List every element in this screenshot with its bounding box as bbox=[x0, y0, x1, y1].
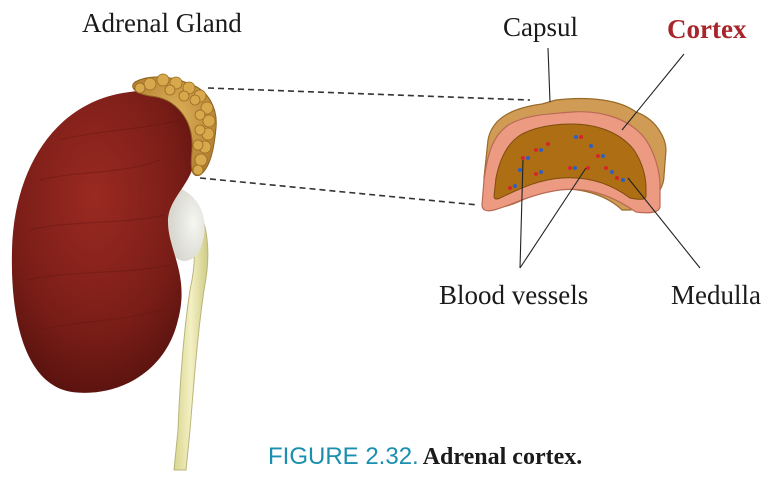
label-capsul: Capsul bbox=[503, 14, 578, 41]
figure-number: FIGURE 2.32. bbox=[268, 443, 419, 470]
label-medulla: Medulla bbox=[671, 282, 761, 309]
zoom-lines bbox=[200, 88, 530, 205]
figure-caption: FIGURE 2.32. Adrenal cortex. bbox=[268, 445, 582, 469]
figure-title: Adrenal cortex. bbox=[423, 444, 583, 470]
label-adrenal-gland: Adrenal Gland bbox=[82, 10, 242, 37]
label-cortex: Cortex bbox=[667, 16, 746, 43]
label-blood-vessels: Blood vessels bbox=[439, 282, 588, 309]
kidney bbox=[12, 91, 196, 393]
